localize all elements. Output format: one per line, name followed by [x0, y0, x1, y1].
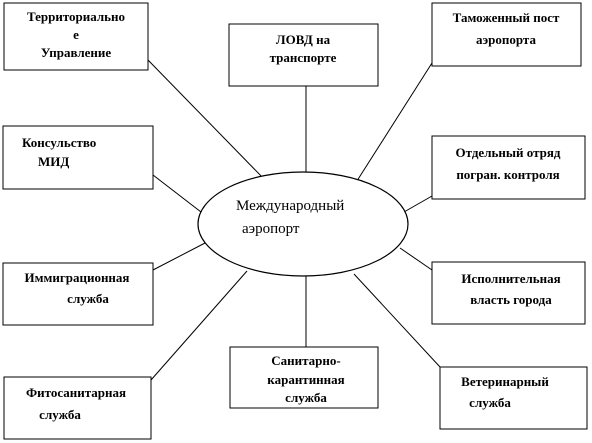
node-label-line2: служба	[39, 407, 81, 422]
node-label-line1: Таможенный пост	[453, 10, 560, 25]
node-consulate: Консульство МИД	[2, 125, 154, 190]
node-veterinary: Ветеринарный служба	[439, 366, 588, 430]
node-label-line2: е	[73, 27, 79, 42]
center-label-line1: Международный	[236, 198, 344, 214]
node-label-line1: Консульство	[22, 135, 96, 150]
node-label-line1: Исполнительная	[461, 271, 560, 286]
node-box	[3, 2, 149, 71]
node-border-control: Отдельный отряд погран. контроля	[431, 135, 586, 200]
connector-territorial	[147, 59, 266, 181]
node-label-line1: ЛОВД на	[276, 32, 331, 47]
node-box	[431, 135, 586, 200]
node-box	[2, 262, 154, 326]
node-label-line2: карантинная	[267, 372, 344, 387]
node-city-executive: Исполнительная власть города	[431, 261, 586, 325]
node-label-line2: власть города	[470, 292, 552, 307]
node-label-line3: Управление	[41, 45, 112, 60]
node-label-line1: Территориально	[27, 9, 125, 24]
connector-immigration	[152, 242, 206, 271]
node-box	[229, 346, 379, 409]
center-ellipse	[197, 171, 409, 277]
node-box	[431, 2, 582, 67]
node-phytosanitary: Фитосанитарная служба	[3, 376, 152, 440]
node-label-line1: Санитарно-	[271, 353, 340, 368]
node-label-line1: Ветеринарный	[461, 374, 549, 389]
node-sanitary-quarantine: Санитарно- карантинная служба	[229, 346, 379, 409]
node-lovd-transport: ЛОВД на транспорте	[228, 23, 379, 87]
connector-border	[403, 195, 433, 213]
center-node: Международный аэропорт	[197, 171, 409, 277]
node-box	[2, 125, 154, 190]
node-box	[431, 261, 586, 325]
node-label-line2: служба	[469, 395, 511, 410]
node-immigration: Иммиграционная служба	[2, 262, 154, 326]
node-label-line2: погран. контроля	[456, 167, 559, 182]
node-label-line3: служба	[285, 390, 327, 405]
node-customs-post: Таможенный пост аэропорта	[431, 2, 582, 67]
node-label-line2: аэропорта	[476, 32, 536, 47]
connector-consulate	[152, 174, 202, 213]
connector-phytosanitary	[150, 270, 248, 381]
node-box	[3, 376, 152, 440]
node-label-line2: МИД	[38, 154, 69, 169]
connector-veterinary	[353, 273, 441, 368]
node-label-line1: Отдельный отряд	[456, 145, 561, 160]
center-label-line2: аэропорт	[242, 221, 300, 237]
node-territorial-admin: Территориально е Управление	[3, 2, 149, 71]
node-label-line1: Иммиграционная	[25, 270, 130, 285]
node-label-line2: служба	[67, 291, 109, 306]
node-label-line1: Фитосанитарная	[26, 385, 126, 400]
node-box	[439, 366, 588, 430]
connectors	[147, 59, 441, 381]
connector-city-exec	[399, 247, 433, 271]
node-label-line2: транспорте	[270, 50, 337, 65]
node-box	[228, 23, 379, 87]
connector-customs	[354, 62, 433, 185]
